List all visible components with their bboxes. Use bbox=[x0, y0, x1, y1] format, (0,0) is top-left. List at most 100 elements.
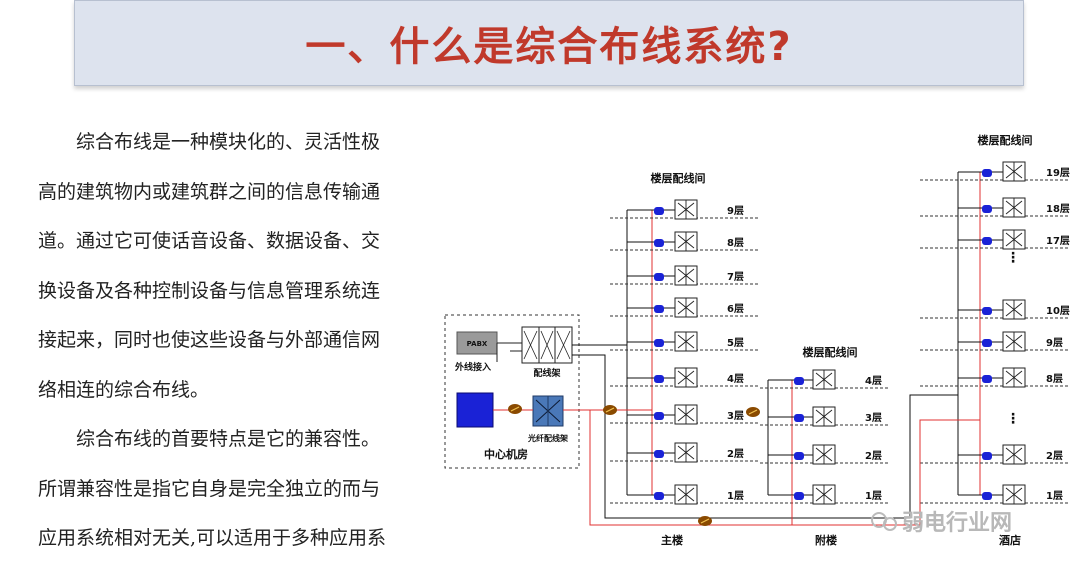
watermark: 弱电行业网 bbox=[871, 510, 1012, 536]
floor-label: 8层 bbox=[1046, 373, 1063, 385]
closet-label-hotel: 楼层配线间 bbox=[978, 133, 1033, 147]
text-line: 络相连的综合布线。 bbox=[38, 378, 210, 401]
ellipsis-mark: ⋮ bbox=[1006, 411, 1020, 427]
patch-cross bbox=[1005, 300, 1023, 319]
fiber-splice-mark bbox=[748, 409, 758, 415]
floor-label: 3层 bbox=[727, 410, 744, 422]
fiber-backbone-hotel bbox=[589, 410, 980, 526]
fiber-splice-mark bbox=[605, 407, 615, 413]
main-building-label: 主楼 bbox=[661, 533, 683, 547]
text-line: 应用系统相对无关,可以适用于多种应用系 bbox=[38, 527, 387, 549]
outlet-icon bbox=[654, 239, 664, 247]
outlet-icon bbox=[654, 207, 664, 215]
patch-cross bbox=[815, 407, 833, 426]
patch-cross bbox=[677, 485, 695, 504]
outlet-icon bbox=[794, 452, 804, 460]
cabling-diagram: PABX 外线接入 配线架 光纤配线架 中心机房 9层 8层 7层 6层 5层 4层 3层 2… bbox=[444, 133, 1070, 547]
patch-cross bbox=[1005, 332, 1023, 351]
patch-cross bbox=[1005, 368, 1023, 387]
patch-cross bbox=[677, 443, 695, 462]
fiber-splice-mark bbox=[700, 518, 710, 524]
annex-building: 4层 3层 2层 1层 bbox=[760, 369, 890, 505]
floor-label: 1层 bbox=[1046, 490, 1063, 502]
floor-label: 18层 bbox=[1046, 203, 1070, 215]
patch-cross bbox=[1005, 445, 1023, 464]
title-bar: 一、什么是综合布线系统? bbox=[74, 0, 1024, 86]
floor-label: 3层 bbox=[865, 412, 882, 424]
floor-label: 9层 bbox=[1046, 337, 1063, 349]
floor-label: 4层 bbox=[865, 375, 882, 387]
body-text: 综合布线是一种模块化的、灵活性极 高的建筑物内或建筑群之间的信息传输通 道。通过… bbox=[38, 118, 418, 564]
patch-cross bbox=[677, 232, 695, 251]
hotel-building-label: 酒店 bbox=[999, 533, 1021, 547]
fiber-splice-mark bbox=[510, 406, 520, 412]
patch-cross bbox=[677, 200, 695, 219]
outlet-icon bbox=[982, 375, 992, 383]
outlet-icon bbox=[982, 339, 992, 347]
text-line: 综合布线的首要特点是它的兼容性。 bbox=[76, 428, 381, 450]
fiber-panel-label: 光纤配线架 bbox=[527, 433, 568, 443]
floor-label: 19层 bbox=[1046, 167, 1070, 179]
outlet-icon bbox=[982, 452, 992, 460]
floor-label: 10层 bbox=[1046, 305, 1070, 317]
closet-label-annex: 楼层配线间 bbox=[803, 345, 858, 359]
patch-cross bbox=[1005, 162, 1023, 181]
outlet-icon bbox=[654, 412, 664, 420]
text-line: 换设备及各种控制设备与信息管理系统连 bbox=[38, 279, 381, 302]
outlet-icon bbox=[982, 237, 992, 245]
ellipsis-mark: ⋮ bbox=[1006, 250, 1020, 266]
outlet-icon bbox=[982, 205, 992, 213]
paragraph-2: 综合布线的首要特点是它的兼容性。 所谓兼容性是指它自身是完全独立的而与 应用系统… bbox=[38, 415, 418, 564]
floor-label: 6层 bbox=[727, 303, 744, 315]
floor-label: 8层 bbox=[727, 237, 744, 249]
patch-cross bbox=[677, 298, 695, 317]
patch-cross bbox=[677, 368, 695, 387]
outlet-icon bbox=[654, 339, 664, 347]
text-line: 道。通过它可使话音设备、数据设备、交 bbox=[38, 230, 381, 252]
outlet-icon bbox=[654, 492, 664, 500]
outlet-icon bbox=[794, 414, 804, 422]
switch-device bbox=[456, 392, 494, 428]
floor-label: 5层 bbox=[727, 337, 744, 349]
copper-backbone-hotel bbox=[572, 354, 958, 519]
page-title: 一、什么是综合布线系统? bbox=[305, 24, 793, 70]
main-building: 9层 8层 7层 6层 5层 4层 3层 2层 1层 bbox=[610, 199, 760, 505]
outlet-icon bbox=[794, 492, 804, 500]
floor-label: 17层 bbox=[1046, 235, 1070, 247]
annex-building-label: 附楼 bbox=[815, 533, 837, 547]
center-room: PABX 外线接入 配线架 光纤配线架 中心机房 bbox=[444, 314, 580, 469]
patch-cross bbox=[815, 445, 833, 464]
patch-cross bbox=[815, 370, 833, 389]
pabx-label: PABX bbox=[467, 340, 488, 348]
backbone-links bbox=[508, 344, 980, 526]
patch-cross bbox=[677, 266, 695, 285]
outlet-icon bbox=[654, 305, 664, 313]
floor-label: 4层 bbox=[727, 373, 744, 385]
patch-cross bbox=[1005, 485, 1023, 504]
outlet-icon bbox=[794, 377, 804, 385]
outlet-icon bbox=[654, 375, 664, 383]
floor-label: 1层 bbox=[727, 490, 744, 502]
center-room-box bbox=[444, 314, 580, 469]
outlet-icon bbox=[654, 450, 664, 458]
floor-label: 9层 bbox=[727, 205, 744, 217]
floor-label: 7层 bbox=[727, 271, 744, 283]
patch-cross bbox=[815, 485, 833, 504]
external-line-label: 外线接入 bbox=[454, 361, 491, 373]
paragraph-1: 综合布线是一种模块化的、灵活性极 高的建筑物内或建筑群之间的信息传输通 道。通过… bbox=[38, 118, 418, 415]
patch-cross bbox=[677, 332, 695, 351]
text-line: 综合布线是一种模块化的、灵活性极 bbox=[76, 131, 381, 153]
patch-cross bbox=[1005, 230, 1023, 249]
floor-label: 2层 bbox=[865, 450, 882, 462]
floor-label: 2层 bbox=[727, 448, 744, 460]
outlet-icon bbox=[654, 273, 664, 281]
outlet-icon bbox=[982, 307, 992, 315]
outlet-icon bbox=[982, 169, 992, 177]
outlet-icon bbox=[982, 492, 992, 500]
patch-cross bbox=[1005, 198, 1023, 217]
floor-label: 1层 bbox=[865, 490, 882, 502]
text-line: 所谓兼容性是指它自身是完全独立的而与 bbox=[38, 477, 381, 500]
watermark-text: 弱电行业网 bbox=[902, 510, 1012, 536]
floor-label: 2层 bbox=[1046, 450, 1063, 462]
text-line: 高的建筑物内或建筑群之间的信息传输通 bbox=[38, 180, 381, 203]
